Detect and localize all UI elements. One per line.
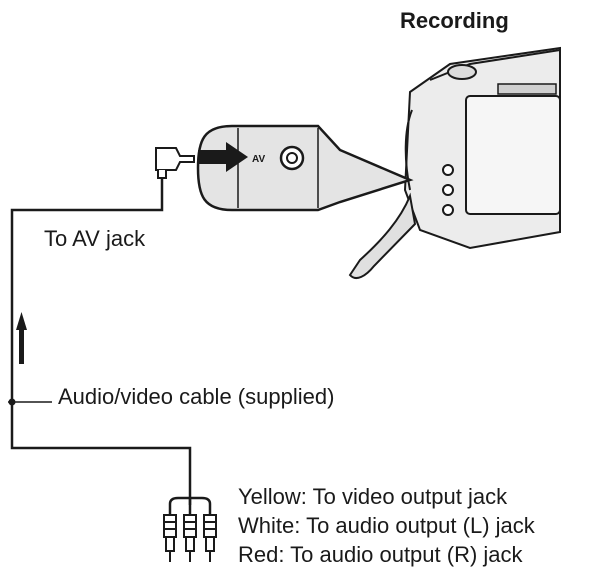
cable-label: Audio/video cable (supplied) [58,384,335,409]
rca-plug-red [203,514,217,562]
yellow-plug-label: Yellow: To video output jack [238,484,508,509]
rca-plug-white [183,514,197,562]
audio-video-cable [10,178,192,505]
av-plug-icon [155,147,195,179]
av-jack-label: To AV jack [44,226,146,251]
direction-arrow-icon [16,312,27,364]
av-port-label: AV [252,154,265,165]
camcorder-illustration [348,46,561,279]
page-title: Recording [400,8,509,33]
red-plug-label: Red: To audio output (R) jack [238,542,523,567]
insert-arrow-icon [198,142,248,172]
rca-plug-yellow [163,514,177,562]
white-plug-label: White: To audio output (L) jack [238,513,535,538]
av-port-callout: AV [196,124,414,212]
